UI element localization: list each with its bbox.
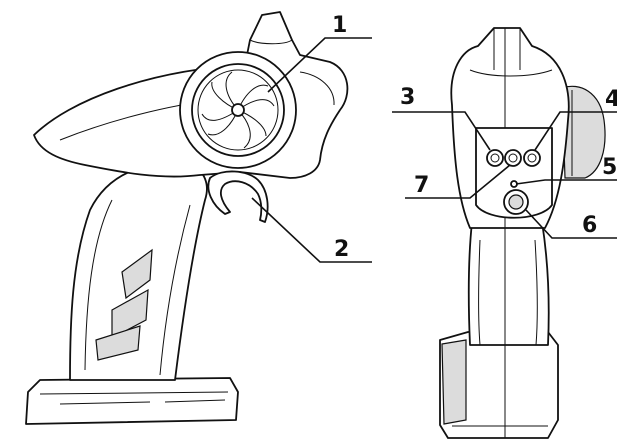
leader-7 <box>405 164 511 199</box>
transmitter-side-view <box>25 11 349 425</box>
callout-1: 1 <box>332 13 347 38</box>
callout-5: 5 <box>602 155 617 180</box>
leader-6 <box>525 209 617 239</box>
leader-1 <box>267 37 372 93</box>
leader-4 <box>534 111 617 151</box>
callout-4: 4 <box>605 87 617 112</box>
transmitter-front-view <box>439 27 606 439</box>
callout-7: 7 <box>414 173 429 198</box>
callout-3: 3 <box>400 85 415 110</box>
leader-5 <box>515 179 617 185</box>
leader-3 <box>392 111 491 151</box>
leader-lines <box>251 37 617 263</box>
leader-2 <box>251 197 372 263</box>
callout-2: 2 <box>334 237 349 262</box>
callout-6: 6 <box>582 213 597 238</box>
